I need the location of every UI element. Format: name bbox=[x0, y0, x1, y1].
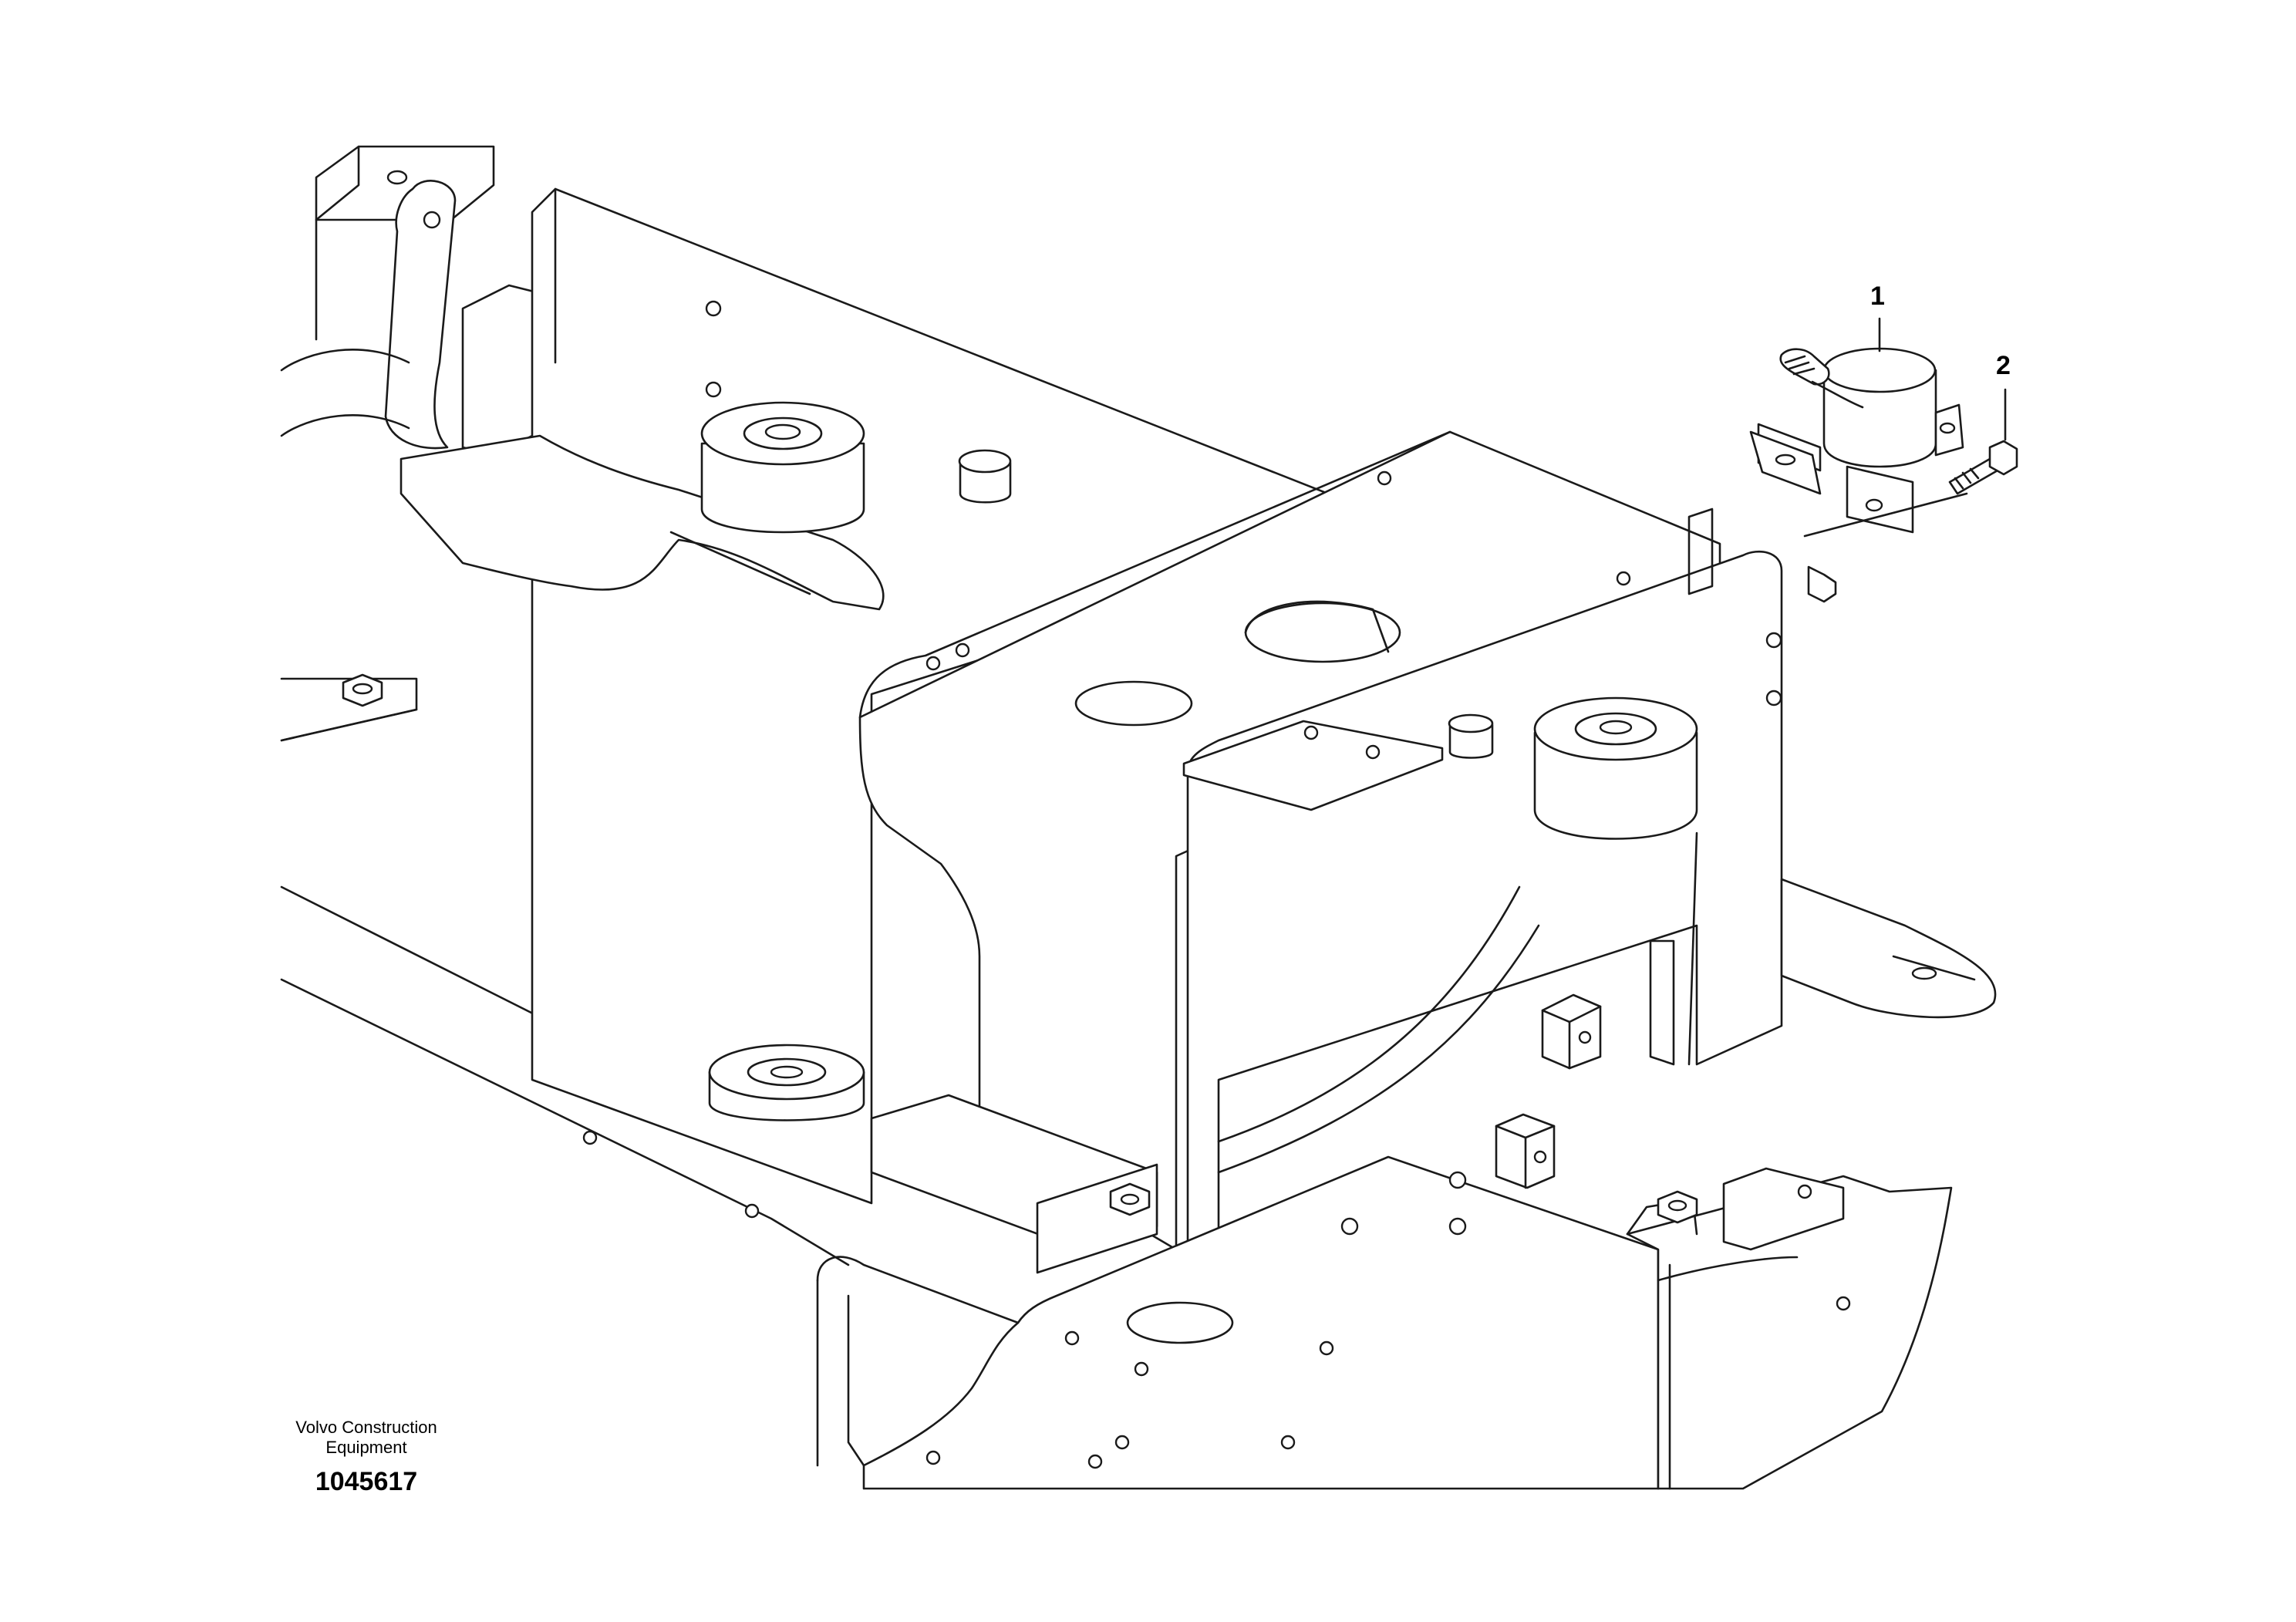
rear-lift-bracket bbox=[315, 145, 541, 457]
nut-block-upper bbox=[1541, 993, 1602, 1070]
right-lower-box bbox=[1626, 1167, 1953, 1490]
callout-2: 2 bbox=[1996, 351, 2011, 380]
front-base-plate bbox=[816, 1155, 1660, 1490]
leader-lines bbox=[1803, 317, 2007, 538]
central-box bbox=[858, 430, 1721, 1251]
drawing-number: 1045617 bbox=[315, 1467, 418, 1496]
brand-line-2: Equipment bbox=[325, 1438, 407, 1457]
right-cross-arm bbox=[1687, 831, 1997, 1066]
left-cross-arm bbox=[400, 434, 885, 611]
lower-channel bbox=[582, 1094, 1158, 1274]
brand-block: Volvo Construction Equipment 1045617 bbox=[255, 1418, 478, 1497]
part-2-bolt bbox=[1948, 440, 2018, 495]
left-hex-nut bbox=[342, 673, 383, 707]
part-1-solenoid bbox=[1749, 347, 1964, 534]
lower-left-roller bbox=[708, 1044, 865, 1121]
nut-block-lower bbox=[1495, 1113, 1556, 1189]
spacer-block bbox=[958, 449, 1012, 504]
mounting-pad bbox=[1182, 720, 1444, 811]
brand-line-1: Volvo Construction bbox=[295, 1418, 437, 1437]
left-roller bbox=[700, 401, 865, 534]
callout-1: 1 bbox=[1870, 282, 1885, 311]
right-roller bbox=[1448, 696, 1698, 840]
diagonal-brace bbox=[1217, 885, 1675, 1174]
